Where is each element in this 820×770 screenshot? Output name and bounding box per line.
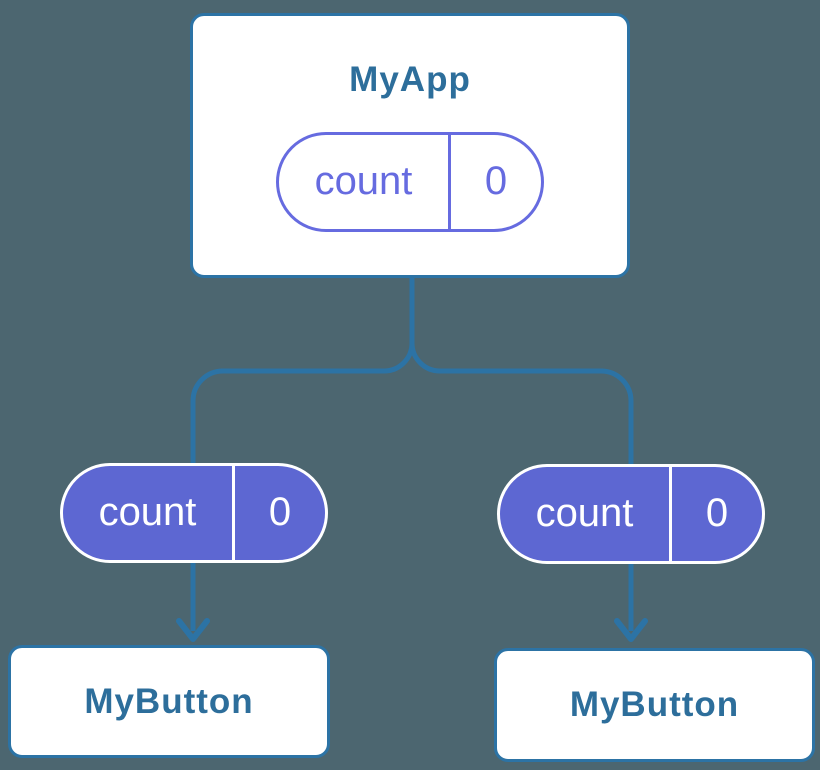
prop-name: count	[535, 490, 634, 535]
fork-left-branch	[190, 342, 415, 631]
prop-pill-root: count 0	[276, 132, 544, 232]
component-card-root: MyApp count 0	[190, 13, 630, 278]
component-title: MyButton	[84, 681, 254, 721]
prop-value: 0	[448, 135, 541, 229]
prop-name: count	[314, 158, 413, 203]
component-card-child-left: MyButton	[8, 645, 330, 758]
prop-pill-child-left: count 0	[60, 463, 328, 563]
right-arrowhead-icon	[614, 618, 648, 642]
component-title: MyApp	[349, 60, 471, 99]
left-arrowhead-icon	[176, 618, 210, 642]
prop-value: 0	[232, 466, 325, 560]
prop-name: count	[98, 489, 197, 534]
prop-value: 0	[669, 467, 762, 561]
prop-pill-child-right: count 0	[497, 464, 765, 564]
component-title: MyButton	[569, 685, 740, 724]
fork-right-branch	[409, 342, 634, 631]
component-card-child-right: MyButton	[494, 648, 815, 762]
